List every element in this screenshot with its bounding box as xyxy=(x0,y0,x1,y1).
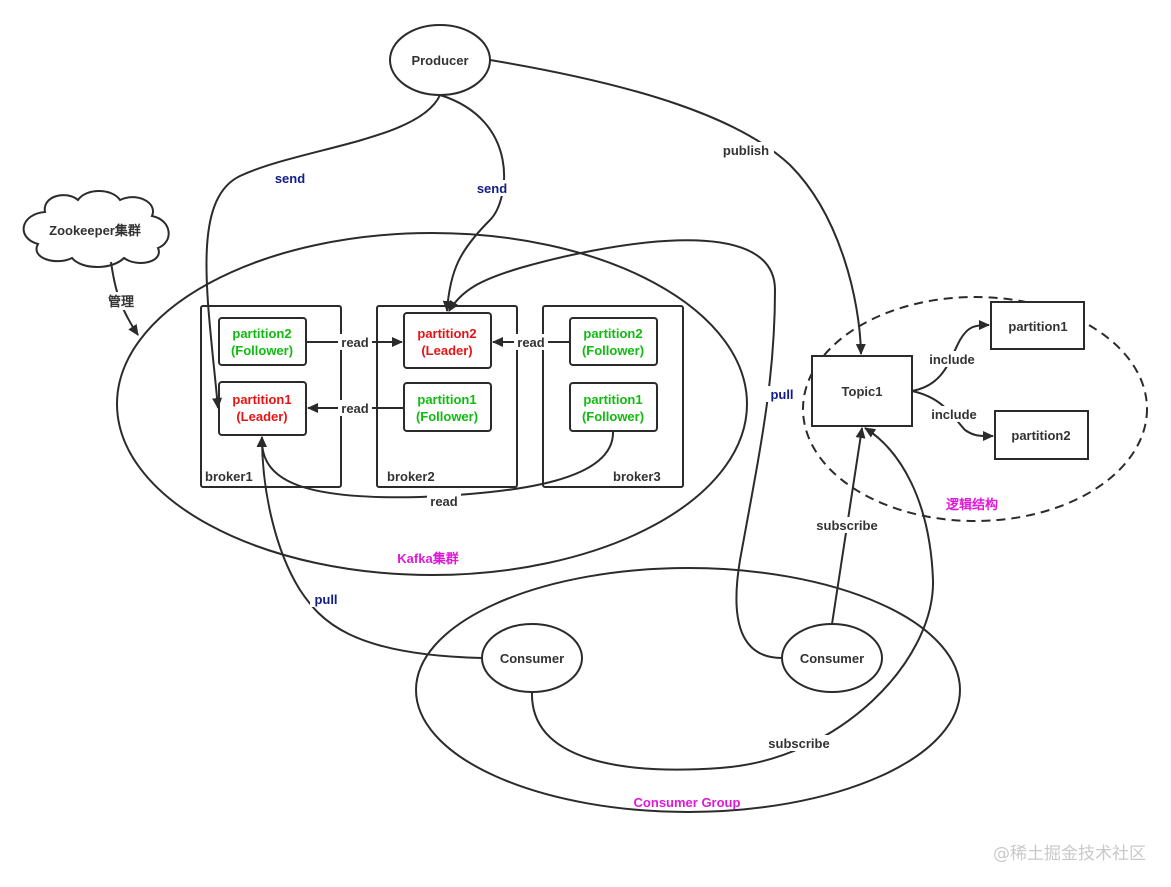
logical-structure-label: 逻辑结构 xyxy=(946,497,998,512)
topic-partition2-box xyxy=(994,410,1089,460)
broker2-partition1-role: (Follower) xyxy=(416,409,478,424)
broker1-partition1-role: (Leader) xyxy=(236,409,287,424)
edge-label-read-1: read xyxy=(341,335,369,350)
edge-producer-publish-topic xyxy=(489,59,866,355)
edge-consumer-left-pull xyxy=(257,436,483,659)
broker2-partition1-name: partition1 xyxy=(417,392,476,407)
topic-partition2-label: partition2 xyxy=(1011,428,1070,443)
edge-label-send-right: send xyxy=(477,181,507,196)
consumer-group-boundary xyxy=(415,567,961,813)
edge-label-include-1: include xyxy=(929,352,975,367)
kafka-cluster-boundary xyxy=(116,232,748,576)
topic-partition1-label: partition1 xyxy=(1008,319,1067,334)
broker2-partition2-role: (Leader) xyxy=(421,343,472,358)
edge-label-manage: 管理 xyxy=(108,294,134,309)
edge-label-subscribe-topic: subscribe xyxy=(816,518,877,533)
edge-include-partition2 xyxy=(911,390,994,442)
edge-label-read-4: read xyxy=(430,494,458,509)
consumer-right-label: Consumer xyxy=(800,651,864,666)
broker3-partition2-role: (Follower) xyxy=(582,343,644,358)
broker3-label: broker3 xyxy=(613,469,661,484)
broker2-partition2-name: partition2 xyxy=(417,326,476,341)
broker3-partition1-role: (Follower) xyxy=(582,409,644,424)
consumer-group-label: Consumer Group xyxy=(634,795,741,810)
edge-producer-send-broker2 xyxy=(439,94,505,312)
edge-include-partition1 xyxy=(911,320,990,392)
broker1-partition2-name: partition2 xyxy=(232,326,291,341)
broker3-partition1-name: partition1 xyxy=(583,392,642,407)
producer-label: Producer xyxy=(411,53,468,68)
edge-consumer-right-pull xyxy=(448,239,783,659)
edge-label-publish: publish xyxy=(723,143,769,158)
broker2-label: broker2 xyxy=(387,469,435,484)
logical-structure-boundary xyxy=(802,296,1148,522)
topic-partition1-box xyxy=(990,301,1085,350)
zookeeper-cloud-shape xyxy=(22,190,170,268)
edge-label-read-2: read xyxy=(517,335,545,350)
edge-label-read-3: read xyxy=(341,401,369,416)
edge-consumer-left-subscribe xyxy=(530,427,935,771)
broker1-label: broker1 xyxy=(205,469,253,484)
broker1-partition2-role: (Follower) xyxy=(231,343,293,358)
edge-read-b3-to-b1 xyxy=(256,430,615,499)
watermark-text: @稀土掘金技术社区 xyxy=(993,844,1146,864)
topic1-label: Topic1 xyxy=(842,384,883,399)
consumer-left-label: Consumer xyxy=(500,651,564,666)
edge-label-subscribe-bottom: subscribe xyxy=(768,736,829,751)
edge-label-include-2: include xyxy=(931,407,977,422)
broker2-partition2-box xyxy=(403,312,492,369)
edge-label-pull-left: pull xyxy=(314,592,337,607)
broker1-partition1-name: partition1 xyxy=(232,392,291,407)
edge-label-pull-right: pull xyxy=(770,387,793,402)
kafka-cluster-label: Kafka集群 xyxy=(397,551,458,566)
broker3-partition2-name: partition2 xyxy=(583,326,642,341)
edge-label-send-left: send xyxy=(275,171,305,186)
zookeeper-label: Zookeeper集群 xyxy=(49,223,141,238)
edge-producer-send-broker1 xyxy=(205,94,441,409)
